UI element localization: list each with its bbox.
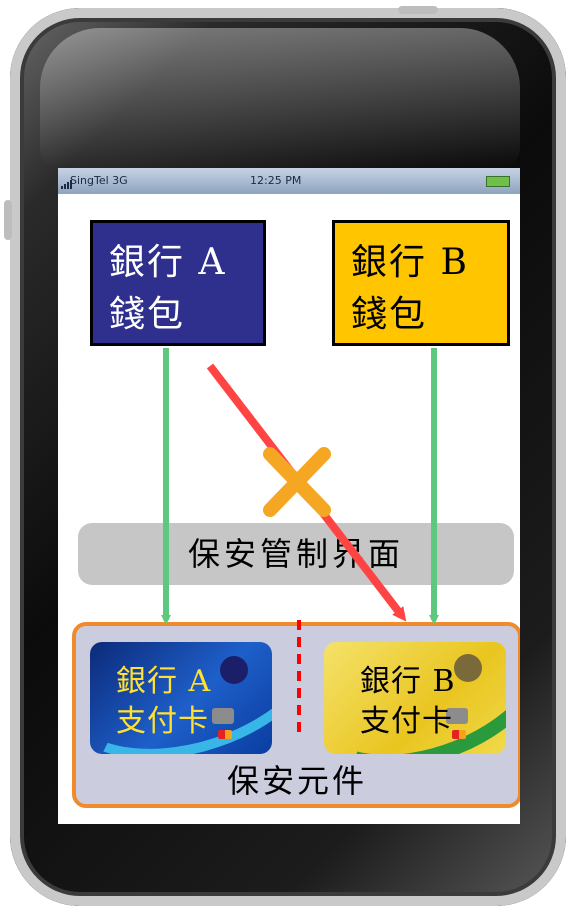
carrier-name: SingTel 3G bbox=[70, 174, 128, 187]
card-hologram bbox=[454, 654, 482, 682]
phone-screen: SingTel 3G 12:25 PM 銀行 A 錢包 銀行 B 錢包 保安管制… bbox=[58, 168, 520, 824]
bank-b-wallet-line2: 錢包 bbox=[351, 294, 428, 335]
cross-icon bbox=[263, 447, 331, 517]
secure-element: 銀行 A 支付卡 銀行 B 支付卡 保安元件 bbox=[72, 622, 520, 808]
clock: 12:25 PM bbox=[250, 174, 302, 187]
bank-a-payment-card: 銀行 A 支付卡 bbox=[90, 642, 272, 754]
bank-a-wallet-line2: 錢包 bbox=[109, 294, 186, 335]
bank-a-card-line1: 銀行 A bbox=[116, 664, 212, 699]
bank-a-card-text: 銀行 A 支付卡 bbox=[116, 662, 211, 742]
power-button bbox=[398, 6, 438, 14]
bank-b-payment-card: 銀行 B 支付卡 bbox=[324, 642, 506, 754]
card-chip-icon bbox=[446, 708, 468, 724]
phone-glare bbox=[40, 28, 520, 168]
bank-b-wallet: 銀行 B 錢包 bbox=[332, 220, 510, 346]
bank-a-wallet: 銀行 A 錢包 bbox=[90, 220, 266, 346]
volume-button bbox=[4, 200, 12, 240]
signal-icon bbox=[61, 176, 73, 189]
status-bar: SingTel 3G 12:25 PM bbox=[58, 168, 520, 194]
secure-element-label: 保安元件 bbox=[226, 762, 367, 800]
card-chip-icon bbox=[212, 708, 234, 724]
bank-b-wallet-line1: 銀行 B bbox=[351, 242, 469, 283]
arrows-layer bbox=[161, 348, 439, 738]
card-brand-icon bbox=[452, 730, 466, 739]
bank-a-card-line2: 支付卡 bbox=[116, 704, 209, 739]
bank-b-card-line2: 支付卡 bbox=[360, 704, 453, 739]
bank-b-card-line1: 銀行 B bbox=[360, 664, 456, 699]
bank-a-wallet-line1: 銀行 A bbox=[109, 242, 227, 283]
battery-icon bbox=[486, 176, 510, 187]
card-brand-icon bbox=[218, 730, 232, 739]
security-control-interface: 保安管制界面 bbox=[78, 523, 514, 585]
bank-b-card-text: 銀行 B 支付卡 bbox=[360, 662, 456, 742]
card-hologram bbox=[220, 656, 248, 684]
